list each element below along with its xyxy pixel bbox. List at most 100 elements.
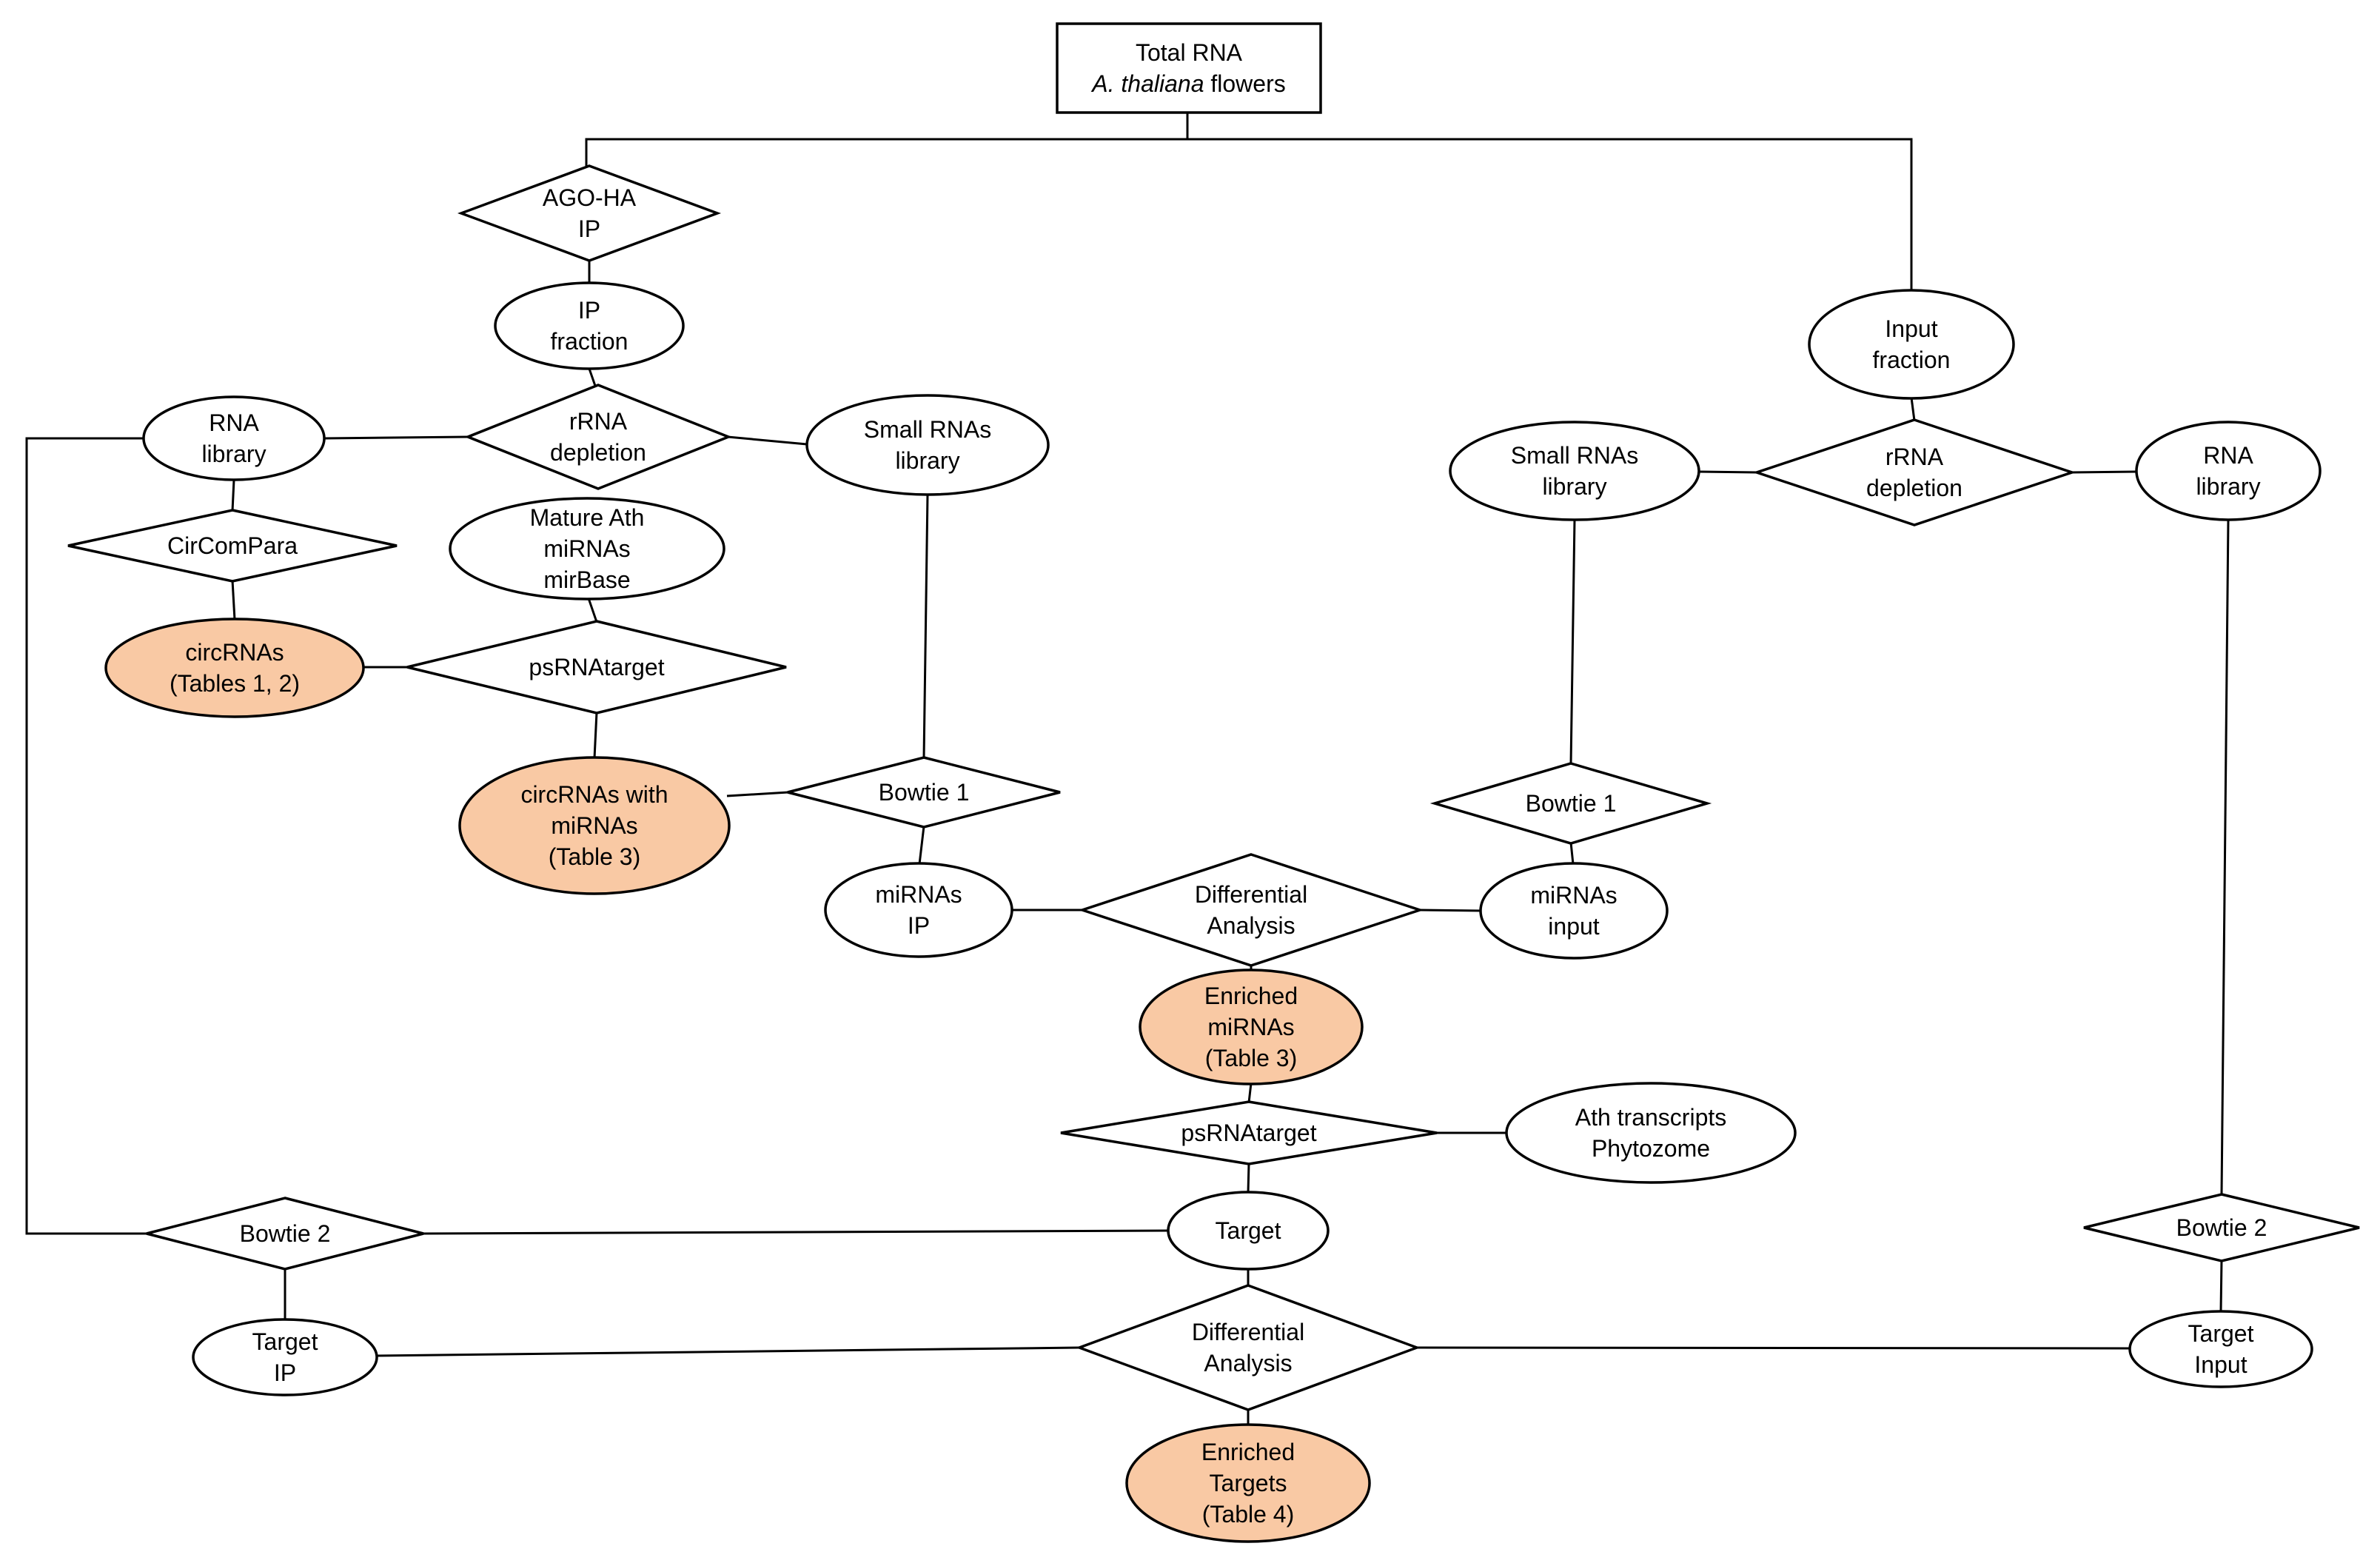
bowtie-2-left-label: Bowtie 2 (240, 1220, 331, 1247)
differential-analysis-1-label: Differential (1195, 881, 1307, 908)
mirnas-input-shape (1479, 862, 1669, 960)
ip-fraction-label: fraction (551, 328, 628, 355)
edge-circompara--circrnas (231, 580, 236, 620)
target-ip-label: Target (252, 1328, 318, 1355)
mirnas-ip-label: miRNAs (875, 881, 962, 908)
rna-library-left-label: library (201, 441, 266, 467)
target-ip-label: IP (274, 1359, 296, 1386)
mature-ath-mirnas-label: Mature Ath (530, 504, 645, 531)
enriched-mirnas-shape (1139, 968, 1364, 1085)
rrna-depletion-left-label: rRNA (569, 408, 628, 435)
circompara-shape (67, 509, 398, 583)
node-bowtie-1-right: Bowtie 1 (1429, 762, 1712, 845)
circrnas-shape (104, 618, 365, 718)
rna-library-right-shape (2135, 421, 2322, 521)
differential-analysis-1-label: Analysis (1207, 912, 1295, 939)
ago-ha-ip-label: IP (578, 215, 600, 242)
circrnas-label: circRNAs (185, 639, 284, 666)
mirnas-input-label: miRNAs (1530, 882, 1617, 909)
edge-psrnatarget-2--target (1247, 1162, 1250, 1194)
target-shape (1167, 1191, 1330, 1271)
total-rna-label: A. thaliana flowers (1090, 70, 1285, 97)
enriched-targets-shape (1125, 1423, 1371, 1543)
target-input-label: Target (2188, 1320, 2254, 1347)
edge-bowtie-1-left--mirnas-ip (918, 826, 925, 865)
edge-rna-library-left--circompara (231, 479, 235, 512)
node-mirnas-input: miRNAs input (1479, 862, 1669, 960)
node-psrnatarget-2: psRNAtarget (1060, 1100, 1438, 1165)
edge-bowtie-2-right--target-input (2219, 1259, 2223, 1313)
bowtie-2-right-label: Bowtie 2 (2176, 1214, 2267, 1241)
enriched-mirnas-label: Enriched (1204, 983, 1298, 1009)
edge-target-ip--differential-analysis-2 (375, 1346, 1081, 1357)
node-circrnas: circRNAs (Tables 1, 2) (104, 618, 365, 718)
circrnas-label: (Tables 1, 2) (170, 670, 300, 697)
enriched-targets-label: (Table 4) (1202, 1501, 1295, 1528)
edge-differential-analysis-1--mirnas-input (1418, 909, 1482, 912)
circrnas-with-mirnas-shape (458, 756, 731, 895)
enriched-mirnas-label: (Table 3) (1205, 1045, 1298, 1071)
mirnas-ip-shape (824, 862, 1013, 958)
total-rna-shape (1056, 22, 1322, 114)
node-circompara: CirComPara (67, 509, 398, 583)
small-rnas-library-left-shape (805, 394, 1050, 496)
node-bowtie-2-right: Bowtie 2 (2083, 1193, 2360, 1262)
target-input-label: Input (2194, 1351, 2247, 1378)
edge-mature-ath-mirnas--psrnatarget-1 (587, 598, 598, 623)
mirnas-input-label: input (1548, 913, 1600, 940)
small-rnas-library-left-label: Small RNAs (864, 416, 991, 443)
mature-ath-mirnas-label: miRNAs (543, 535, 630, 562)
ath-transcripts-shape (1505, 1082, 1797, 1184)
edge-small-rnas-library-left--bowtie-1-left (922, 493, 929, 759)
node-psrnatarget-1: psRNAtarget (406, 620, 787, 715)
ago-ha-ip-shape (457, 164, 722, 262)
edge-rna-library-left--bowtie-2-left (25, 437, 147, 1235)
small-rnas-library-right-label: library (1542, 473, 1606, 500)
circompara-label: CirComPara (167, 532, 298, 559)
circrnas-with-mirnas-label: circRNAs with (520, 781, 668, 808)
bowtie-1-left-label: Bowtie 1 (879, 779, 970, 806)
edges-layer (25, 113, 2230, 1425)
edge-psrnatarget-1--circrnas-with-mirnas (593, 712, 598, 759)
bowtie-2-right-shape (2083, 1193, 2360, 1262)
ath-transcripts-label: Phytozome (1592, 1135, 1710, 1162)
edge-circrnas-with-mirnas--bowtie-1-left (726, 791, 789, 797)
bowtie-1-left-shape (787, 756, 1061, 829)
target-input-shape (2128, 1310, 2313, 1388)
rna-library-left-label: RNA (209, 409, 259, 436)
node-bowtie-2-left: Bowtie 2 (146, 1197, 424, 1271)
differential-analysis-1-shape (1078, 853, 1424, 967)
small-rnas-library-right-shape (1449, 421, 1700, 521)
edge-input-fraction--rrna-depletion-right (1910, 397, 1916, 421)
target-ip-shape (192, 1318, 378, 1396)
ip-fraction-shape (494, 281, 685, 370)
psrnatarget-2-label: psRNAtarget (1181, 1120, 1316, 1146)
mirnas-ip-label: IP (908, 912, 930, 939)
target-label: Target (1216, 1217, 1281, 1244)
enriched-targets-label: Targets (1210, 1470, 1287, 1496)
input-fraction-shape (1808, 289, 2015, 400)
edge-rrna-depletion-left--small-rnas-library-left (727, 435, 808, 446)
psrnatarget-1-shape (406, 620, 787, 715)
rrna-depletion-right-shape (1752, 418, 2076, 526)
